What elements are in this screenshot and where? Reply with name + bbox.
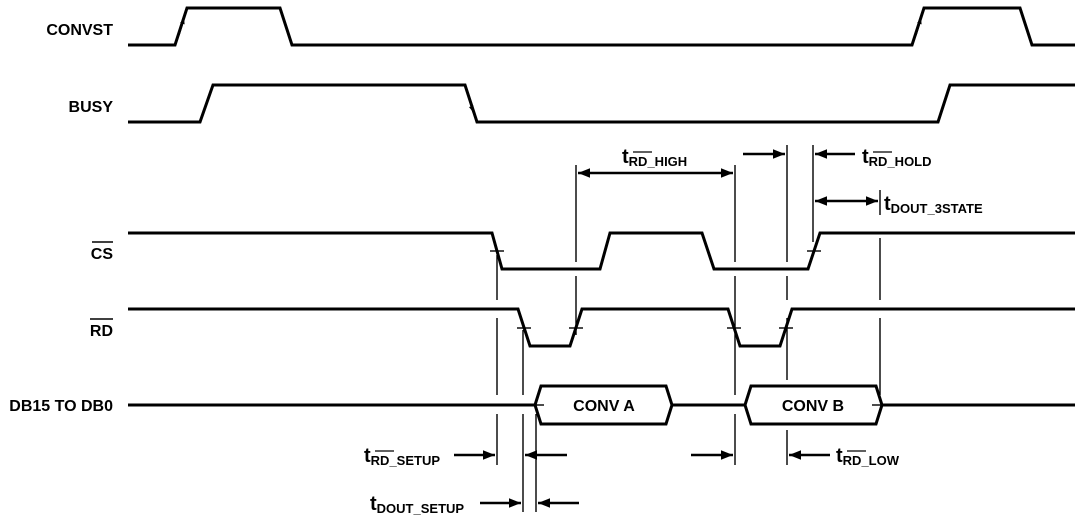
signal-label-rd: RD: [90, 323, 113, 340]
convst-waveform: [128, 6, 1075, 47]
conv-a-label: CONV A: [573, 398, 635, 415]
conv-b-label: CONV B: [782, 398, 844, 415]
svg-text:tDOUT_3STATE: tDOUT_3STATE: [884, 193, 983, 216]
t-rd-hold-label: tRD_HOLD: [862, 146, 932, 169]
svg-text:tRD_HIGH: tRD_HIGH: [622, 146, 687, 169]
svg-text:tRD_LOW: tRD_LOW: [836, 445, 900, 468]
svg-text:tDOUT_SETUP: tDOUT_SETUP: [370, 493, 464, 516]
busy-waveform: [128, 83, 1075, 124]
signal-label-busy: BUSY: [69, 99, 114, 116]
convst-rising-edge-arrow-icon-2: [915, 17, 922, 36]
t-rd-low-label: tRD_LOW: [836, 445, 900, 468]
busy-falling-edge-arrow-icon: [466, 91, 474, 113]
convst-rising-edge-arrow-icon: [178, 17, 185, 36]
svg-text:tRD_HOLD: tRD_HOLD: [862, 146, 932, 169]
signal-label-db: DB15 TO DB0: [9, 398, 113, 415]
signal-label-cs: CS: [91, 246, 114, 263]
t-rd-setup-label: tRD_SETUP: [364, 445, 440, 468]
t-dout-setup-label: tDOUT_SETUP: [370, 493, 464, 516]
rd-waveform: [128, 307, 1075, 348]
cs-waveform: [128, 231, 1075, 271]
svg-text:tRD_SETUP: tRD_SETUP: [364, 445, 440, 468]
signal-label-convst: CONVST: [46, 22, 113, 39]
t-dout-3state-label: tDOUT_3STATE: [884, 193, 983, 216]
t-rd-high-label: tRD_HIGH: [622, 146, 687, 169]
